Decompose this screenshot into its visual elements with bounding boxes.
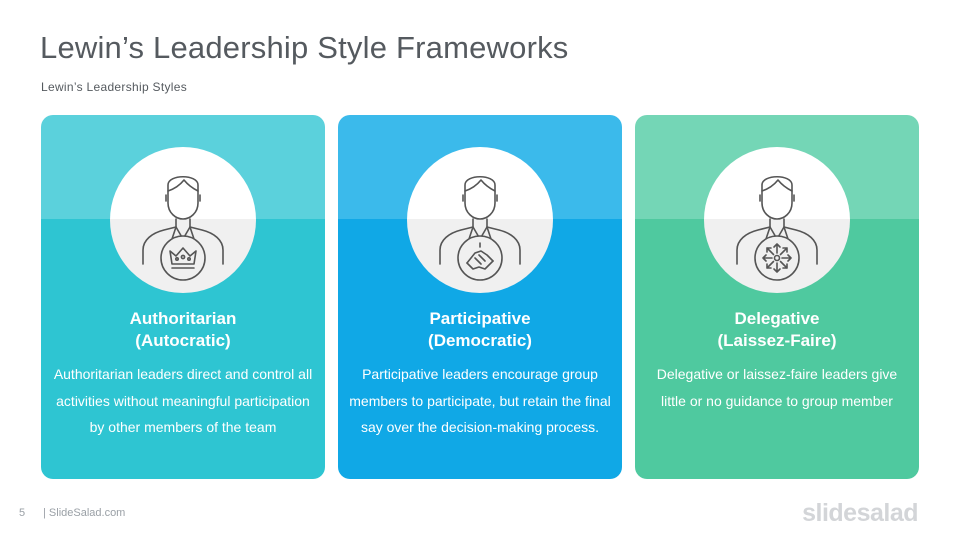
card-authoritarian: Authoritarian (Autocratic) Authoritarian… <box>41 115 325 479</box>
businessman-arrows-icon <box>736 175 818 281</box>
card-title: Participative (Democratic) <box>428 309 532 350</box>
card-description: Participative leaders encourage group me… <box>349 366 611 435</box>
icon-circle <box>407 147 553 293</box>
icon-circle <box>110 147 256 293</box>
card-title: Authoritarian (Autocratic) <box>129 309 237 350</box>
footer-site-link[interactable]: | SlideSalad.com <box>43 507 126 519</box>
slidesalad-logo: slidesalad <box>802 499 918 527</box>
icon-circle <box>704 147 850 293</box>
card-description: Delegative or laissez-faire leaders give… <box>656 366 898 409</box>
card-participative: Participative (Democratic) Participative… <box>338 115 622 479</box>
page-number: 5 <box>19 507 26 519</box>
card-title: Delegative (Laissez-Faire) <box>717 309 837 350</box>
slide-subtitle: Lewin’s Leadership Styles <box>41 80 188 94</box>
slide-title: Lewin’s Leadership Style Frameworks <box>40 30 569 65</box>
businessman-handshake-icon <box>439 175 521 281</box>
businessman-crown-icon <box>142 175 224 281</box>
card-delegative: Delegative (Laissez-Faire) Delegative or… <box>635 115 919 479</box>
card-description: Authoritarian leaders direct and control… <box>53 366 313 435</box>
